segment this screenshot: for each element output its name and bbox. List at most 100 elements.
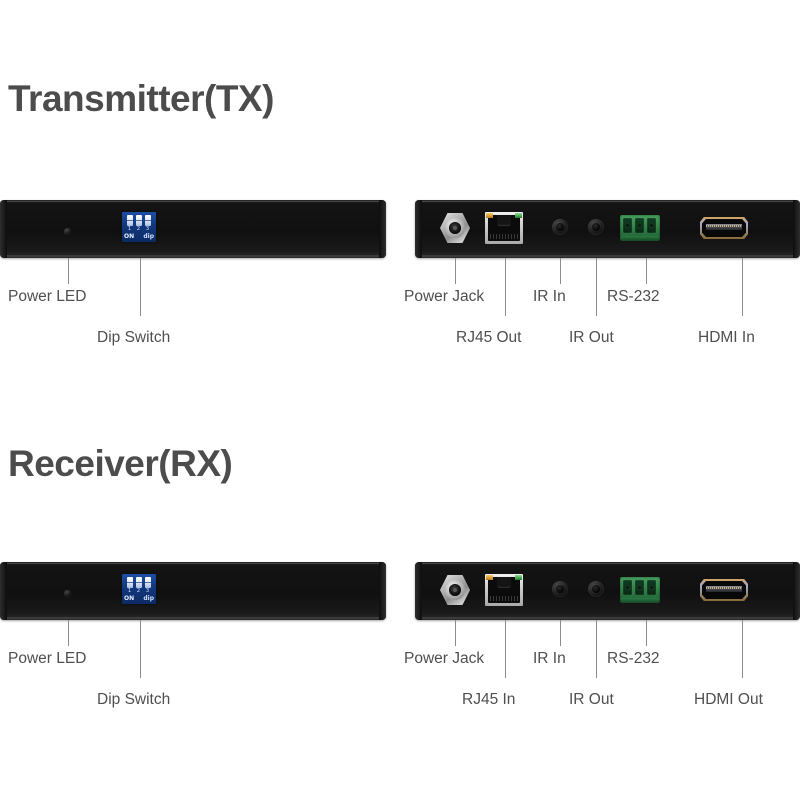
callout-power-led: Power LED [8,288,87,305]
rs232-terminal-2[interactable] [635,580,644,595]
ir-in-port[interactable] [552,581,568,597]
dip-number-1: 1 [127,226,132,232]
dip-slider-3[interactable] [145,215,151,226]
leader-power-jack [455,620,456,646]
dip-slider-1[interactable] [127,215,133,226]
dip-on-label: ON [124,595,135,602]
panel-top-bevel [3,201,383,202]
tx-rear-panel [415,200,800,258]
dip-on-label: ON [124,233,135,240]
dip-number-1: 1 [127,588,132,594]
panel-left-cap [415,562,422,620]
panel-bottom-bevel [421,255,794,257]
rj45-activity-led-icon [515,213,522,218]
leader-hdmi [742,258,743,316]
power-led-icon [64,228,71,235]
rj45-contacts [490,596,518,601]
rx-rear-panel [415,562,800,620]
rs232-terminal-block[interactable] [620,577,660,603]
dip-number-3: 3 [145,588,150,594]
panel-left-cap [0,200,7,258]
panel-right-cap [793,200,800,258]
callout-hdmi: HDMI Out [694,691,763,708]
leader-rs232 [646,620,647,646]
dip-number-2: 2 [136,226,141,232]
rj45-cavity [488,577,520,603]
rj45-latch [497,577,511,588]
power-jack-port[interactable] [440,575,470,605]
hdmi-port[interactable] [700,579,748,601]
leader-dip-switch [140,620,141,678]
panel-top-bevel [418,201,797,202]
panel-bottom-bevel [6,617,380,619]
callout-hdmi: HDMI In [698,329,755,346]
leader-ir-in [560,258,561,284]
panel-left-cap [0,562,7,620]
dip-switch-block[interactable]: 1 2 3 ON dip [122,212,156,242]
panel-bottom-bevel [421,617,794,619]
rj45-cavity [488,215,520,241]
leader-power-led [68,620,69,646]
callout-ir-out: IR Out [569,691,614,708]
callout-rs232: RS-232 [607,288,660,305]
panel-right-cap [379,562,386,620]
dip-slider-1[interactable] [127,577,133,588]
callout-dip-switch: Dip Switch [97,329,171,346]
rj45-link-led-icon [486,213,493,218]
rs232-terminal-block[interactable] [620,215,660,241]
rs232-lip [621,236,659,240]
panel-bottom-bevel [6,255,380,257]
callout-power-jack: Power Jack [404,650,485,667]
leader-hdmi [742,620,743,678]
section-title-transmitter: Transmitter(TX) [8,78,274,119]
rs232-terminal-3[interactable] [647,580,656,595]
callout-ir-out: IR Out [569,329,614,346]
dip-dip-label: dip [143,233,154,240]
rj45-port[interactable] [485,574,523,606]
power-jack-port[interactable] [440,213,470,243]
power-led-icon [64,590,71,597]
ir-out-port[interactable] [588,219,604,235]
rs232-lip [621,598,659,602]
panel-top-bevel [418,563,797,564]
power-jack-pin [453,588,457,592]
panel-right-cap [793,562,800,620]
rj45-contacts [490,234,518,239]
leader-rj45 [505,620,506,678]
callout-rj45: RJ45 In [462,691,516,708]
dip-slider-2[interactable] [136,577,142,588]
panel-left-cap [415,200,422,258]
section-title-receiver: Receiver(RX) [8,443,233,484]
leader-power-led [68,258,69,284]
dip-switch-block[interactable]: 1 2 3 ON dip [122,574,156,604]
leader-ir-out [596,620,597,678]
leader-power-jack [455,258,456,284]
ir-in-port[interactable] [552,219,568,235]
callout-power-jack: Power Jack [404,288,485,305]
panel-top-bevel [3,563,383,564]
power-jack-pin [453,226,457,230]
hdmi-port[interactable] [700,217,748,239]
leader-ir-in [560,620,561,646]
dip-slider-2[interactable] [136,215,142,226]
dip-number-2: 2 [136,588,141,594]
rj45-port[interactable] [485,212,523,244]
leader-dip-switch [140,258,141,316]
rj45-link-led-icon [486,575,493,580]
rx-front-panel: 1 2 3 ON dip [0,562,386,620]
dip-dip-label: dip [143,595,154,602]
dip-number-3: 3 [145,226,150,232]
ir-out-port[interactable] [588,581,604,597]
callout-rj45: RJ45 Out [456,329,522,346]
rs232-terminal-2[interactable] [635,218,644,233]
leader-rj45 [505,258,506,316]
rs232-terminal-1[interactable] [623,218,632,233]
callout-power-led: Power LED [8,650,87,667]
dip-slider-3[interactable] [145,577,151,588]
rj45-activity-led-icon [515,575,522,580]
rj45-latch [497,215,511,226]
rs232-terminal-1[interactable] [623,580,632,595]
rs232-terminal-3[interactable] [647,218,656,233]
tx-front-panel: 1 2 3 ON dip [0,200,386,258]
